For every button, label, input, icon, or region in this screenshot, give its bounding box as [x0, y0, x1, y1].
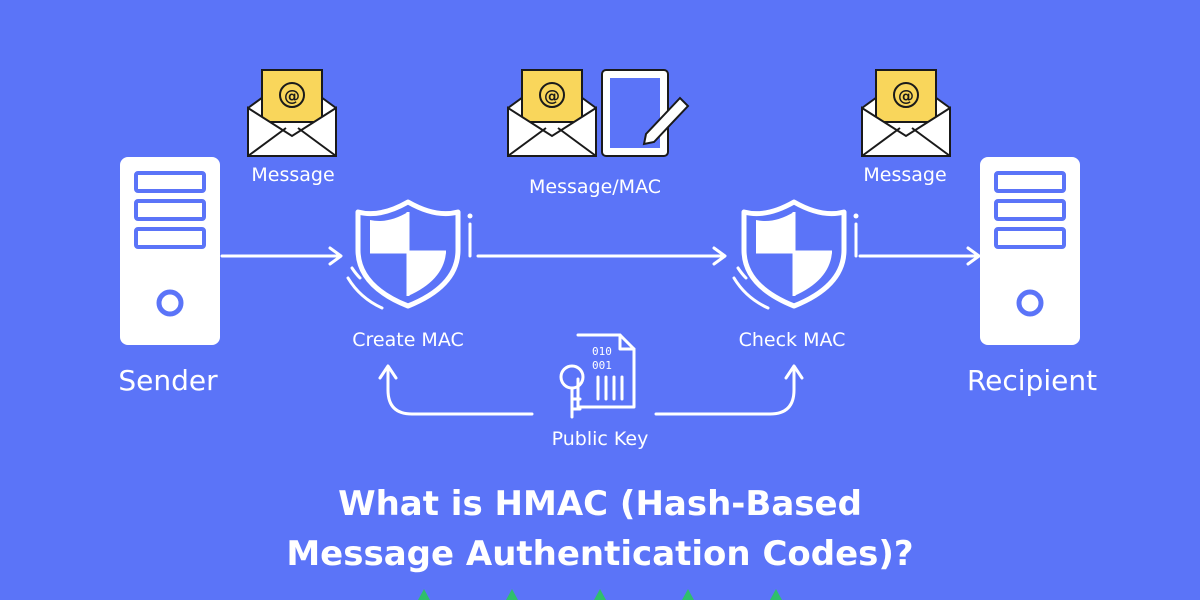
recipient-label: Recipient — [966, 364, 1098, 397]
arrow-sender-to-create — [220, 246, 343, 266]
message-mac-label: Message/MAC — [529, 176, 661, 198]
message-left-envelope-icon — [247, 69, 337, 157]
create-mac-shield-icon — [348, 202, 473, 308]
arrow-create-to-check — [476, 246, 727, 266]
arrow-check-to-recipient — [858, 246, 981, 266]
key-document-icon: 010 001 — [559, 333, 636, 419]
page-title-line-1: What is HMAC (Hash-Based — [338, 484, 862, 524]
public-key-label: Public Key — [551, 428, 649, 450]
svg-text:001: 001 — [592, 359, 612, 372]
sender-label: Sender — [118, 364, 218, 397]
tablet-pen-icon — [601, 69, 690, 157]
create-mac-label: Create MAC — [352, 329, 464, 351]
check-mac-label: Check MAC — [738, 329, 846, 351]
sender-server-icon — [120, 157, 220, 345]
recipient-server-icon — [980, 157, 1080, 345]
bottom-decoration — [418, 589, 782, 600]
message-right-label: Message — [863, 164, 947, 186]
message-right-envelope-icon — [861, 69, 951, 157]
message-mac-envelope-icon — [507, 69, 597, 157]
arrow-key-to-check — [654, 364, 804, 416]
page-title-line-2: Message Authentication Codes)? — [286, 534, 914, 574]
arrow-key-to-create — [378, 364, 534, 416]
message-left-label: Message — [251, 164, 335, 186]
check-mac-shield-icon — [734, 202, 859, 308]
svg-text:010: 010 — [592, 345, 612, 358]
